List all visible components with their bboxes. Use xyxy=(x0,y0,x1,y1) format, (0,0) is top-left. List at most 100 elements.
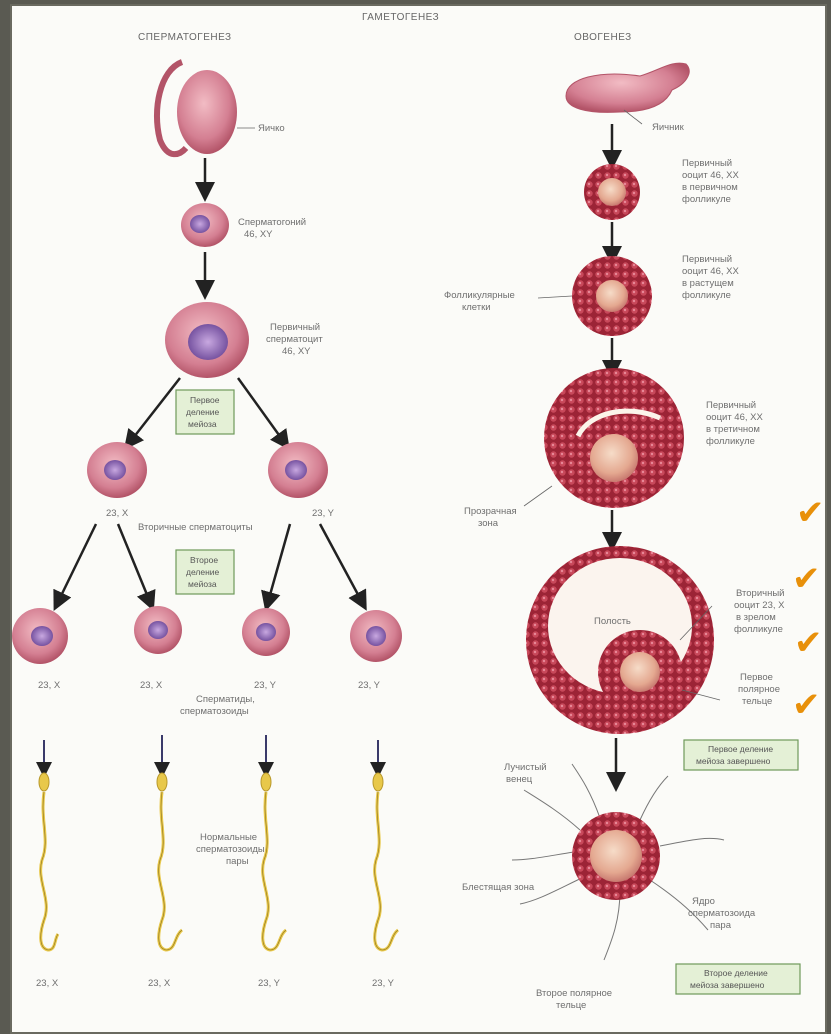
spermatogonium-label-line2: 46, XY xyxy=(244,229,273,240)
follicular-cells-label-line2: клетки xyxy=(462,302,491,313)
spermatid xyxy=(12,608,68,664)
cumulus-label-line1: Первое xyxy=(740,672,773,683)
oogenesis-title: ОВОГЕНЕЗ xyxy=(574,32,632,43)
sperm-label: 23, Y xyxy=(372,978,395,989)
secondary-spermatocyte-y xyxy=(268,442,328,498)
primary-oocyte-label-line2: ооцит 46, XX xyxy=(682,170,739,181)
arrow xyxy=(118,524,150,602)
corona-label-line2: венец xyxy=(506,774,533,785)
spermatids-title-line2: сперматозоиды xyxy=(180,706,249,717)
spermatogonium xyxy=(181,203,229,247)
antral-follicle xyxy=(544,368,684,508)
svg-text:мейоза: мейоза xyxy=(188,579,217,589)
secondary-oocyte-label-line3: в зрелом xyxy=(736,612,776,623)
sperm-cell xyxy=(157,735,182,950)
primary-spermatocyte-label-line2: сперматоцит xyxy=(266,334,323,345)
sperm-cell xyxy=(261,735,286,950)
sperm-cell xyxy=(39,740,58,950)
arrow xyxy=(268,524,290,602)
antral-follicle-label-line1: Первичный xyxy=(706,400,756,411)
zona-pellucida-label: Блестящая зона xyxy=(462,882,535,893)
primary-oocyte-label-line4: фолликуле xyxy=(682,194,731,205)
zona-label-line2: зона xyxy=(478,518,499,529)
polar-body-label-line1: Второе полярное xyxy=(536,988,612,999)
first-meiosis-box-left: Первое деление мейоза xyxy=(176,390,234,434)
secondary-label-x: 23, X xyxy=(106,508,129,519)
svg-text:Второе: Второе xyxy=(190,555,218,565)
follicular-leader xyxy=(538,296,572,298)
sperm-cell xyxy=(373,740,398,950)
nucleus-label-line3: пара xyxy=(710,920,732,931)
spermatid-label: 23, Y xyxy=(254,680,277,691)
arrow xyxy=(320,524,362,602)
ovary xyxy=(566,63,689,112)
sperm-label: 23, X xyxy=(148,978,171,989)
first-meiosis-box-right: Первое деление мейоза завершено xyxy=(684,740,798,770)
secondary-spermatocyte-x xyxy=(87,442,147,498)
primary-spermatocyte-label-line1: Первичный xyxy=(270,322,320,333)
arrow xyxy=(238,378,284,442)
ovary-leader xyxy=(624,110,642,124)
arrow xyxy=(58,524,96,602)
zona-leader xyxy=(524,486,552,506)
growing-follicle-label-line2: ооцит 46, XX xyxy=(682,266,739,277)
polar-body-label-line2: тельце xyxy=(556,1000,586,1011)
follicular-cells-label-line1: Фолликулярные xyxy=(444,290,515,301)
checkmark-icon: ✔ xyxy=(796,493,825,533)
second-meiosis-box-right: Второе деление мейоза завершено xyxy=(676,964,800,994)
spermatid xyxy=(242,608,290,656)
svg-text:Первое деление: Первое деление xyxy=(708,744,773,754)
antral-follicle-label-line3: в третичном xyxy=(706,424,760,435)
checkmark-icon: ✔ xyxy=(792,685,821,725)
svg-text:деление: деление xyxy=(186,567,220,577)
svg-text:мейоза завершено: мейоза завершено xyxy=(696,756,771,766)
corona-label-line1: Лучистый xyxy=(504,762,547,773)
ovulated-oocyte xyxy=(512,764,724,960)
normal-sperm-label-line2: сперматозоиды xyxy=(196,844,265,855)
sperm-label: 23, X xyxy=(36,978,59,989)
arrow xyxy=(130,378,180,442)
secondary-spermatocyte-label: Вторичные сперматоциты xyxy=(138,522,253,533)
growing-follicle-label-line3: в растущем xyxy=(682,278,734,289)
spermatogonium-label-line1: Сперматогоний xyxy=(238,217,306,228)
spermatid-label: 23, Y xyxy=(358,680,381,691)
spermatid-label: 23, X xyxy=(140,680,163,691)
primary-spermatocyte-label-line3: 46, XY xyxy=(282,346,311,357)
svg-text:деление: деление xyxy=(186,407,220,417)
primary-spermatocyte xyxy=(165,302,249,378)
primordial-follicle xyxy=(584,164,640,220)
svg-text:Второе деление: Второе деление xyxy=(704,968,768,978)
nucleus-label-line1: Ядро xyxy=(692,896,715,907)
primary-oocyte-label-line3: в первичном xyxy=(682,182,738,193)
mature-follicle xyxy=(526,546,714,734)
second-meiosis-box-left: Второе деление мейоза xyxy=(176,550,234,594)
antral-follicle-label-line4: фолликуле xyxy=(706,436,755,447)
normal-sperm-label-line1: Нормальные xyxy=(200,832,257,843)
sperm-label: 23, Y xyxy=(258,978,281,989)
primary-oocyte-label-line1: Первичный xyxy=(682,158,732,169)
svg-text:мейоза: мейоза xyxy=(188,419,217,429)
spermatids-title-line1: Сперматиды, xyxy=(196,694,255,705)
cumulus-label-line2: полярное xyxy=(738,684,780,695)
checkmark-icon: ✔ xyxy=(792,559,821,599)
testis-label: Яичко xyxy=(258,123,285,134)
spermatid-label: 23, X xyxy=(38,680,61,691)
antrum-label: Полость xyxy=(594,616,631,627)
checkmark-icon: ✔ xyxy=(794,623,823,663)
normal-sperm-label-line3: пары xyxy=(226,856,249,867)
spermatid xyxy=(350,610,402,662)
svg-text:мейоза завершено: мейоза завершено xyxy=(690,980,765,990)
growing-follicle-label-line4: фолликуле xyxy=(682,290,731,301)
spermatogenesis-title: СПЕРМАТОГЕНЕЗ xyxy=(138,32,232,43)
ovary-label: Яичник xyxy=(652,122,685,133)
nucleus-label-line2: сперматозоида xyxy=(688,908,756,919)
secondary-oocyte-label-line4: фолликуле xyxy=(734,624,783,635)
secondary-oocyte-label-line2: ооцит 23, X xyxy=(734,600,785,611)
growing-follicle xyxy=(572,256,652,336)
growing-follicle-label-line1: Первичный xyxy=(682,254,732,265)
spermatid xyxy=(134,606,182,654)
cumulus-label-line3: тельце xyxy=(742,696,772,707)
secondary-oocyte-label-line1: Вторичный xyxy=(736,588,784,599)
